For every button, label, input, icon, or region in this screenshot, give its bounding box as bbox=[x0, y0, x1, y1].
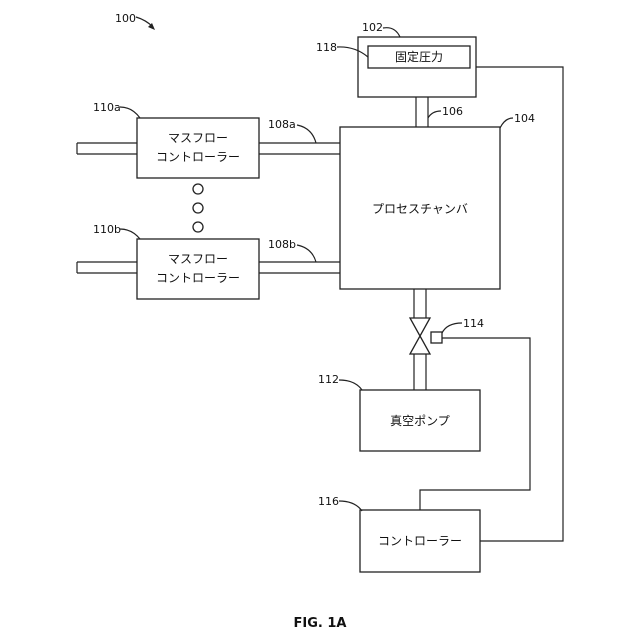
ref-116: 116 bbox=[318, 495, 339, 508]
ref-110a: 110a bbox=[93, 101, 121, 114]
ref-108a: 108a bbox=[268, 118, 296, 131]
ref-114: 114 bbox=[463, 317, 484, 330]
ref-108a-leader bbox=[297, 125, 316, 143]
mfc-a-box bbox=[137, 118, 259, 178]
ref-106-leader bbox=[428, 111, 441, 118]
mfc-b-line1: マスフロー bbox=[168, 252, 228, 266]
ellipsis-dot-1 bbox=[193, 184, 203, 194]
ellipsis-dot-2 bbox=[193, 203, 203, 213]
valve-actuator-box bbox=[431, 332, 442, 343]
ref-114-leader bbox=[442, 323, 462, 333]
ref-116-leader bbox=[339, 501, 362, 511]
ref-104: 104 bbox=[514, 112, 535, 125]
figure-caption: FIG. 1A bbox=[294, 616, 347, 631]
ref-104-leader bbox=[500, 118, 513, 128]
valve-icon bbox=[410, 318, 430, 354]
ref-106: 106 bbox=[442, 105, 463, 118]
vacuum-pump-label: 真空ポンプ bbox=[390, 414, 450, 428]
ref-110b: 110b bbox=[93, 223, 121, 236]
controller-label: コントローラー bbox=[378, 534, 462, 548]
ref-110a-leader bbox=[120, 107, 140, 118]
mfc-b-line2: コントローラー bbox=[156, 271, 240, 285]
ref-100: 100 bbox=[115, 12, 136, 25]
ref-112: 112 bbox=[318, 373, 339, 386]
ellipsis-dot-3 bbox=[193, 222, 203, 232]
ref-112-leader bbox=[339, 380, 362, 390]
ref-110b-leader bbox=[120, 229, 140, 239]
fixed-pressure-label: 固定圧力 bbox=[395, 49, 443, 64]
process-chamber-label: プロセスチャンバ bbox=[372, 202, 468, 216]
ref-102: 102 bbox=[362, 21, 383, 34]
ref-118: 118 bbox=[316, 41, 337, 54]
ref-108b-leader bbox=[297, 245, 316, 262]
ref-108b: 108b bbox=[268, 238, 296, 251]
mfc-a-line2: コントローラー bbox=[156, 150, 240, 164]
ref-102-leader bbox=[383, 28, 400, 37]
mfc-b-box bbox=[137, 239, 259, 299]
mfc-a-line1: マスフロー bbox=[168, 131, 228, 145]
